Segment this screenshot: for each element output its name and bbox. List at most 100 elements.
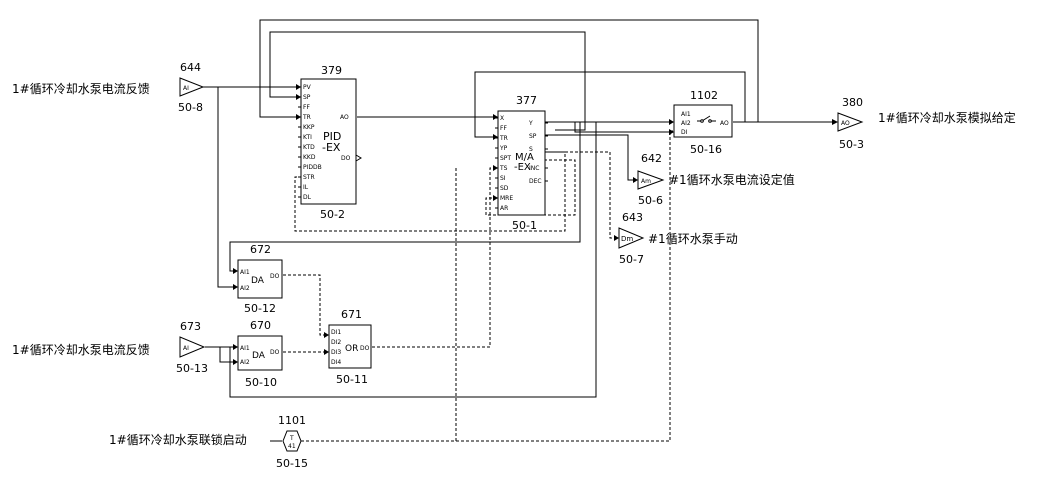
pid-number: 379: [321, 64, 342, 77]
da-670-in-2: AI2: [240, 359, 250, 366]
da-672-out: DO: [270, 273, 280, 280]
pid-pin-ktd: KTD: [303, 144, 315, 151]
or-671-out: DO: [360, 345, 370, 352]
ao-block-380[interactable]: AO 380 50-3 1#循环冷却水泵模拟给定: [837, 96, 1016, 151]
ma-pin-spt: SPT: [500, 155, 511, 162]
dm-block-643[interactable]: Dm 643 50-7 #1循环水泵手动: [618, 211, 738, 266]
ma-pin-tr: TR: [499, 135, 508, 142]
am-642-symbol: Am: [641, 178, 651, 185]
dm-643-number: 643: [622, 211, 643, 224]
pid-name: PID: [323, 130, 341, 143]
pid-pin-ff: FF: [303, 104, 310, 111]
di-1101-symbol-top: T: [289, 435, 294, 442]
ma-number: 377: [516, 94, 537, 107]
ma-out-pin-dec: DEC: [529, 178, 542, 185]
ai-673-id: 50-13: [176, 362, 208, 375]
pid-pin-kti: KTI: [303, 134, 312, 141]
selector-block-1102[interactable]: 1102 AI1 AI2 DI AO 50-16: [673, 89, 733, 156]
da-670-out: DO: [270, 349, 280, 356]
dm-643-symbol: Dm: [621, 235, 633, 243]
or-671-in-4: DI4: [331, 359, 341, 366]
arrow-heads: [233, 84, 838, 365]
ma-block-377[interactable]: 377 M/A -EX 50-1 XFFTRYPSPTTSSISDMREARYS…: [495, 94, 548, 232]
pid-block-379[interactable]: 379 PID -EX AO DO 50-2 PVSPFFTRKKPKTIKTD…: [298, 64, 362, 221]
or-671-in-3: DI3: [331, 349, 341, 356]
ao-380-id: 50-3: [839, 138, 864, 151]
di-block-1101[interactable]: T 41 1101 50-15 1#循环冷却水泵联锁启动: [109, 414, 308, 470]
ai-644-symbol: AI: [183, 85, 189, 92]
da-672-name: DA: [251, 276, 265, 286]
selector-in-1: AI1: [681, 111, 691, 118]
selector-out: AO: [720, 120, 729, 127]
pid-pin-kkd: KKD: [303, 154, 316, 161]
da-672-id: 50-12: [244, 302, 276, 315]
or-block-671[interactable]: 671 OR DI1 DI2 DI3 DI4 DO 50-11: [328, 308, 372, 386]
selector-in-2: AI2: [681, 120, 691, 127]
am-642-number: 642: [641, 152, 662, 165]
di-1101-number: 1101: [278, 414, 306, 427]
pid-out-ao: AO: [340, 114, 349, 121]
pid-pin-sp: SP: [303, 94, 311, 101]
am-642-label: #1循环水泵电流设定值: [669, 172, 795, 187]
am-642-id: 50-6: [638, 194, 663, 207]
ma-pin-ff: FF: [500, 125, 507, 132]
pid-pin-piddb: PIDDB: [303, 164, 322, 171]
ma-pin-yp: YP: [499, 145, 508, 152]
pid-pin-str: STR: [303, 174, 315, 181]
or-671-in-2: DI2: [331, 339, 341, 346]
ao-380-number: 380: [842, 96, 863, 109]
da-670-id: 50-10: [245, 376, 277, 389]
pid-pin-dl: DL: [303, 194, 312, 201]
ma-pin-ts: TS: [499, 165, 508, 172]
ao-380-symbol: AO: [841, 120, 850, 127]
pid-pin-il: IL: [303, 184, 309, 191]
am-block-642[interactable]: Am 642 50-6 #1循环水泵电流设定值: [637, 152, 795, 207]
ma-out-pin-s: S: [529, 146, 533, 153]
di-1101-label: 1#循环冷却水泵联锁启动: [109, 432, 247, 447]
pid-pin-kkp: KKP: [303, 124, 315, 131]
da-block-672[interactable]: 672 DA AI1 AI2 DO 50-12: [237, 243, 283, 315]
pid-id: 50-2: [320, 208, 345, 221]
pid-pin-pv: PV: [303, 84, 312, 91]
da-670-number: 670: [250, 319, 271, 332]
di-1101-symbol-bottom: 41: [288, 443, 296, 450]
ma-out-pin-sp: SP: [529, 133, 537, 140]
ma-pin-ar: AR: [500, 205, 508, 212]
da-670-name: DA: [252, 351, 266, 361]
ma-name-ex: -EX: [514, 162, 531, 173]
ma-out-pin-y: Y: [528, 120, 533, 127]
ma-pin-si: SI: [500, 175, 506, 182]
selector-number: 1102: [690, 89, 718, 102]
ma-pin-sd: SD: [500, 185, 509, 192]
da-670-in-1: AI1: [240, 345, 250, 352]
or-671-number: 671: [341, 308, 362, 321]
ma-pin-x: X: [500, 115, 504, 122]
selector-id: 50-16: [690, 143, 722, 156]
da-672-number: 672: [250, 243, 271, 256]
ai-644-label: 1#循环冷却水泵电流反馈: [12, 82, 150, 96]
da-672-in-1: AI1: [240, 269, 250, 276]
selector-in-3: DI: [681, 129, 688, 136]
or-671-name: OR: [345, 344, 358, 354]
dm-643-id: 50-7: [619, 253, 644, 266]
ai-673-number: 673: [180, 320, 201, 333]
di-1101-id: 50-15: [276, 457, 308, 470]
ma-id: 50-1: [512, 219, 537, 232]
ao-380-label: 1#循环冷却水泵模拟给定: [878, 110, 1016, 125]
ai-block-644[interactable]: AI 644 50-8 1#循环冷却水泵电流反馈: [12, 61, 205, 114]
ai-block-673[interactable]: AI 673 50-13 1#循环冷却水泵电流反馈: [12, 320, 208, 375]
ai-644-number: 644: [180, 61, 201, 74]
dm-643-label: #1循环水泵手动: [648, 232, 738, 246]
or-671-in-1: DI1: [331, 329, 341, 336]
solid-wires: [203, 19, 836, 442]
ma-pin-mre: MRE: [500, 195, 513, 202]
ai-673-symbol: AI: [183, 345, 189, 352]
pid-out-do: DO: [341, 155, 351, 162]
da-block-670[interactable]: 670 DA AI1 AI2 DO 50-10: [237, 319, 283, 389]
ai-644-id: 50-8: [178, 101, 203, 114]
or-671-id: 50-11: [336, 373, 368, 386]
ma-out-pin-inc: INC: [529, 165, 539, 172]
ai-673-label: 1#循环冷却水泵电流反馈: [12, 343, 150, 357]
da-672-in-2: AI2: [240, 285, 250, 292]
